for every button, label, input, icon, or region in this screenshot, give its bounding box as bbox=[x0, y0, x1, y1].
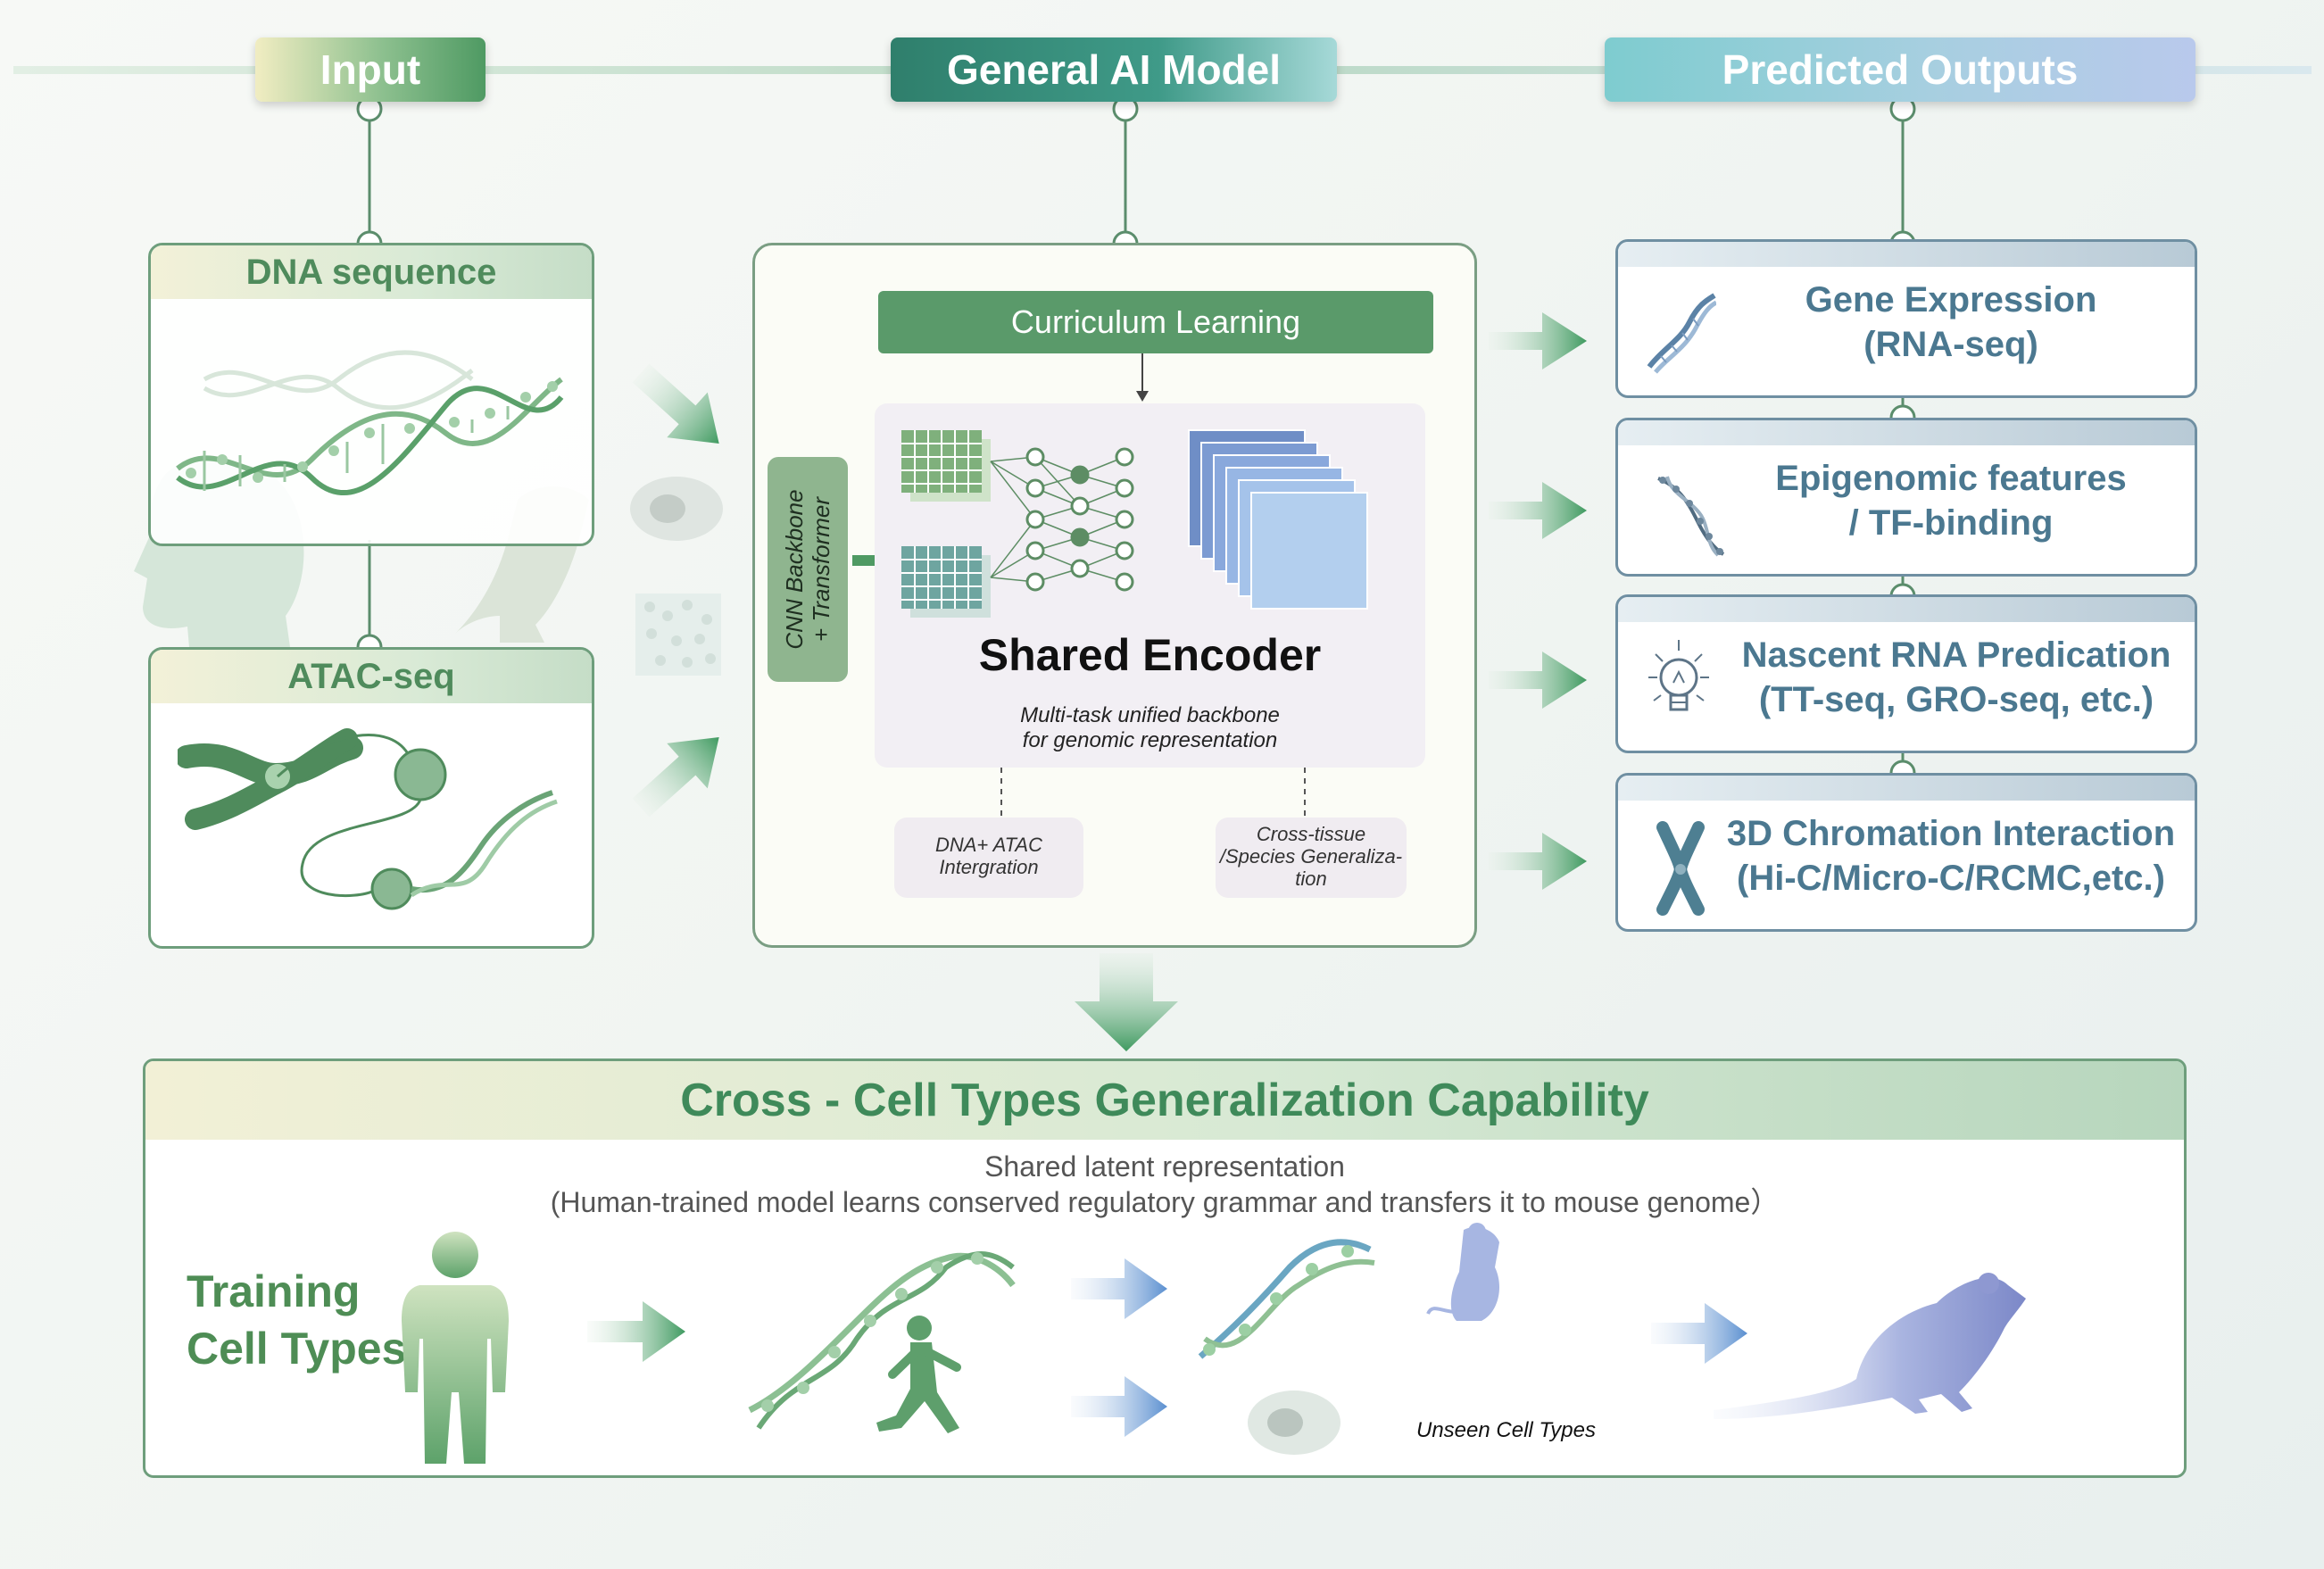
atac-seq-card: ATAC-seq bbox=[148, 647, 594, 949]
dna-helix-illustration bbox=[176, 350, 564, 496]
input-grid-top bbox=[901, 430, 991, 502]
cross-tissue-note: Cross-tissue /Species Generaliza- tion bbox=[1216, 818, 1407, 898]
output-nascent-rna: Nascent RNA Predication (TT-seq, GRO-seq… bbox=[1615, 594, 2197, 753]
curriculum-down-arrow bbox=[1136, 353, 1149, 402]
chromosome-illustration bbox=[178, 728, 558, 910]
output-epigenomic: Epigenomic features / TF-binding bbox=[1615, 418, 2197, 577]
backbone-label-line1: CNN Backbone bbox=[781, 489, 808, 650]
dna-helix-icon bbox=[1647, 293, 1716, 374]
shared-encoder-box: Shared Encoder Multi-task unified backbo… bbox=[875, 403, 1425, 768]
dashed-connectors bbox=[1000, 768, 1306, 816]
header-predicted-outputs: Predicted Outputs bbox=[1605, 37, 2195, 102]
dna-atac-integration-note: DNA+ ATAC Intergration bbox=[894, 818, 1083, 898]
output-arrows bbox=[1489, 312, 1587, 890]
cross-cell-types-panel: Cross - Cell Types Generalization Capabi… bbox=[143, 1058, 2187, 1478]
dna-sequence-title: DNA sequence bbox=[151, 245, 592, 299]
model-down-arrow bbox=[1075, 953, 1178, 1051]
input-grid-bottom bbox=[901, 546, 991, 618]
output-nascent-rna-line1: Nascent RNA Predication bbox=[1741, 635, 2171, 675]
header-general-ai-model: General AI Model bbox=[891, 37, 1337, 102]
cnn-transformer-block: CNN Backbone + Transformer bbox=[768, 457, 848, 682]
note2-line3: tion bbox=[1295, 868, 1327, 890]
note1-line1: DNA+ ATAC bbox=[934, 834, 1042, 856]
shared-encoder-subtitle: Multi-task unified backbone for genomic … bbox=[875, 703, 1425, 753]
dna-sequence-card: DNA sequence bbox=[148, 243, 594, 546]
feature-maps-stack bbox=[1188, 429, 1368, 610]
unseen-cell-types-label: Unseen Cell Types bbox=[1416, 1418, 1596, 1442]
output-gene-expression-line1: Gene Expression bbox=[1805, 280, 2097, 320]
output-nascent-rna-line2: (TT-seq, GRO-seq, etc.) bbox=[1758, 680, 2154, 719]
atac-seq-title: ATAC-seq bbox=[151, 650, 592, 703]
output-epigenomic-line1: Epigenomic features bbox=[1775, 459, 2127, 498]
output-gene-expression: Gene Expression (RNA-seq) bbox=[1615, 239, 2197, 398]
training-cell-types-label: Training Cell Types bbox=[187, 1263, 406, 1377]
shared-latent-description: (Human-trained model learns conserved re… bbox=[550, 1186, 1780, 1218]
output-epigenomic-line2: / TF-binding bbox=[1848, 503, 2054, 543]
note2-line2: /Species Generaliza- bbox=[1219, 845, 1403, 868]
shared-latent-label: Shared latent representation bbox=[984, 1150, 1345, 1183]
input-arrow-down bbox=[632, 363, 719, 444]
input-arrow-up bbox=[632, 737, 719, 818]
encoder-sub-line1: Multi-task unified backbone bbox=[1020, 703, 1280, 727]
curriculum-learning-bar: Curriculum Learning bbox=[878, 291, 1433, 353]
shared-encoder-title: Shared Encoder bbox=[978, 630, 1322, 680]
chromosome-icon bbox=[1656, 821, 1705, 916]
output-3d-chromatin: 3D Chromation Interaction (Hi-C/Micro-C/… bbox=[1615, 773, 2197, 932]
training-line2: Cell Types bbox=[187, 1324, 407, 1374]
neural-network-illustration bbox=[901, 429, 1368, 618]
dna-helix-icon bbox=[1657, 476, 1725, 557]
encoder-sub-line2: for genomic representation bbox=[1022, 728, 1278, 752]
note2-line1: Cross-tissue bbox=[1256, 823, 1366, 845]
note1-line2: Intergration bbox=[939, 856, 1039, 878]
output-3d-chromatin-line2: (Hi-C/Micro-C/RCMC,etc.) bbox=[1737, 859, 2165, 898]
backbone-label-line2: + Transformer bbox=[808, 496, 834, 643]
header-input: Input bbox=[255, 37, 486, 102]
training-line1: Training bbox=[187, 1266, 361, 1316]
output-3d-chromatin-line1: 3D Chromation Interaction bbox=[1726, 814, 2176, 853]
lightbulb-icon bbox=[1648, 640, 1709, 711]
output-gene-expression-line2: (RNA-seq) bbox=[1863, 325, 2038, 364]
cross-cell-types-title: Cross - Cell Types Generalization Capabi… bbox=[145, 1061, 2184, 1140]
